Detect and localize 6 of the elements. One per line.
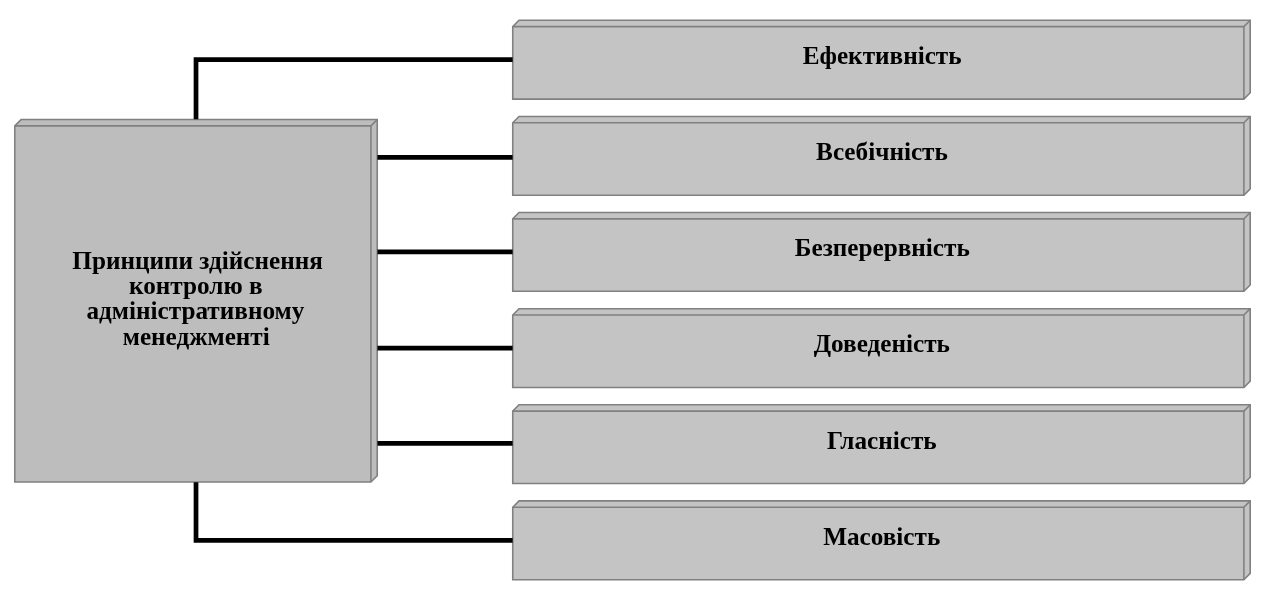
connector	[377, 154, 513, 160]
connector	[377, 249, 513, 254]
connector	[377, 345, 513, 350]
connector	[193, 56, 513, 119]
connector	[377, 440, 513, 446]
connector	[193, 481, 513, 543]
